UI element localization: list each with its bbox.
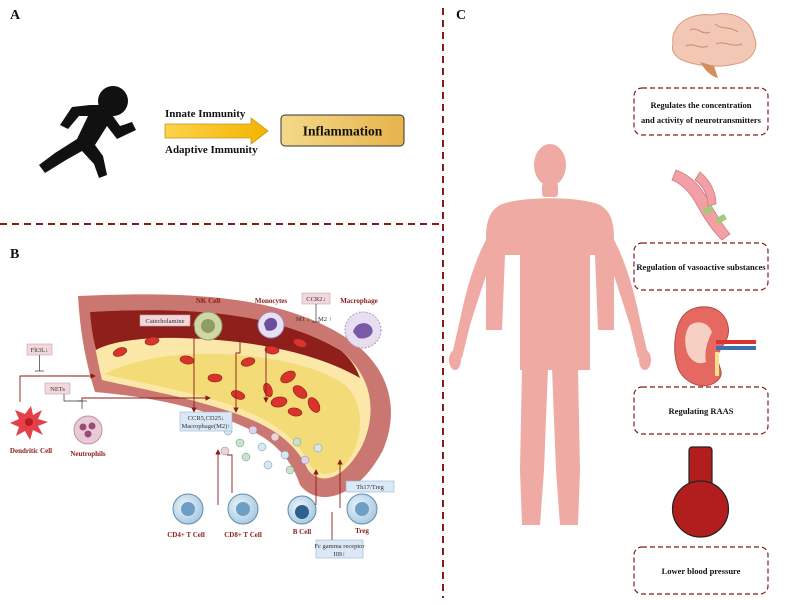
raas-box: [633, 386, 769, 435]
neurotransmitter-label-1: Regulates the concentration: [650, 100, 751, 110]
macrophage-label: Macrophage: [340, 297, 378, 305]
fc-receptor-box: [315, 539, 364, 559]
nets-tag: [44, 382, 71, 395]
panel-b-connectors: [19, 326, 343, 545]
b-cell-label: B Cell: [293, 528, 312, 536]
nk-cell-label: NK Cell: [196, 297, 220, 305]
fc-receptor-label-2: IIB↑: [334, 551, 346, 558]
flt3l-label: Flt3L↓: [31, 347, 49, 354]
neutrophil-icon: [73, 415, 103, 445]
nets-inhibit-line: [63, 394, 83, 409]
inflammation-box: [280, 114, 405, 147]
panel-b-label: B: [10, 247, 19, 262]
immunity-arrow: [164, 117, 269, 145]
human-body-illustration: [449, 144, 651, 525]
blood-pressure-label: Lower blood pressure: [662, 566, 741, 576]
vasoactive-box: [633, 242, 769, 291]
neurotransmitter-box: [633, 87, 769, 136]
b-cell-icon: [287, 495, 317, 525]
adaptive-immunity-label: Adaptive Immunity: [165, 144, 258, 156]
thermometer-icon: [671, 446, 730, 538]
nets-label: NETs: [50, 386, 65, 393]
vasoactive-label: Regulation of vasoactive substances: [636, 262, 766, 272]
catecholamine-label: Catecholamine: [146, 318, 185, 325]
kidney-icon: [674, 306, 756, 387]
raas-label: Regulating RAAS: [669, 406, 734, 416]
cd4-t-cell-label: CD4+ T Cell: [167, 531, 205, 539]
innate-immunity-label: Innate Immunity: [165, 108, 246, 120]
catecholamine-tag: [139, 314, 191, 327]
panel-c-label: C: [456, 8, 466, 23]
cd8-t-cell-label: CD8+ T Cell: [224, 531, 262, 539]
panel-a-label: A: [10, 8, 21, 23]
m1-label: M1 ↓: [296, 316, 310, 323]
blood-pressure-box: [633, 546, 769, 595]
cd4-t-cell-icon: [172, 493, 204, 525]
dendritic-cell-icon: [10, 406, 48, 440]
ccr5-cd25-label: CCR5,CD25↓: [188, 415, 225, 422]
cd8-t-cell-icon: [227, 493, 259, 525]
m2-label: M2 ↑: [318, 316, 332, 323]
treg-label: Treg: [355, 527, 369, 535]
macrophage-m2-label: Macrophage(M2)↑: [181, 423, 230, 430]
ccr2-label: CCR2↓: [306, 296, 326, 303]
monocytes-label: Monocytes: [255, 297, 288, 305]
treg-icon: [346, 493, 378, 525]
th17-treg-tag: [345, 480, 395, 493]
dendritic-cell-label: Dendritic Cell: [10, 447, 52, 455]
brain-icon: [671, 13, 757, 78]
ccr5-cd25-box: [179, 411, 233, 432]
fc-receptor-label-1: Fc gamma receptor: [314, 543, 365, 550]
neutrophils-label: Neutrophils: [70, 450, 106, 458]
blood-vessel-icon: [671, 169, 731, 241]
neurotransmitter-label-2: and activity of neurotransmitters: [641, 115, 762, 125]
inflammation-label: Inflammation: [303, 124, 383, 139]
th17-treg-label: Th17/Treg: [356, 484, 384, 491]
runner-icon: [39, 86, 136, 178]
plaque-immune-cells: [220, 425, 323, 475]
